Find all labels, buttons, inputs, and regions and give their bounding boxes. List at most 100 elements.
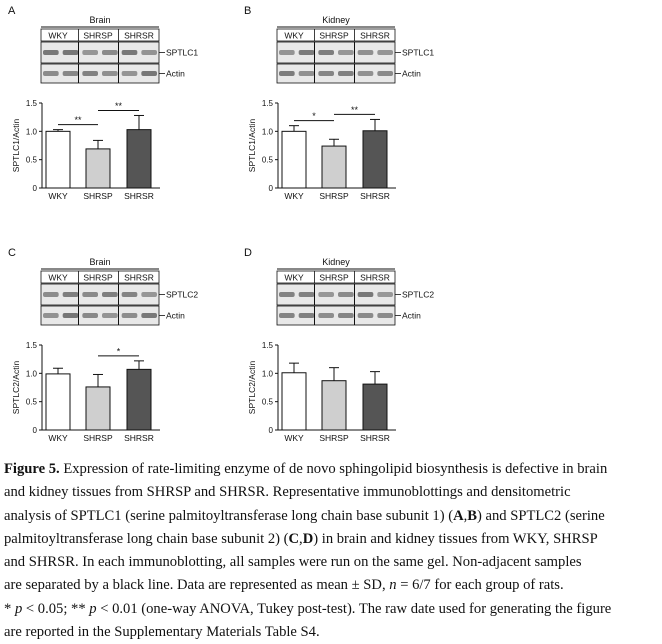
- blot-band: [318, 292, 334, 297]
- y-tick-label: 0.5: [26, 398, 38, 407]
- caption-text: ) in brain and kidney tissues from WKY, …: [313, 530, 598, 547]
- x-tick-label: WKY: [284, 433, 304, 443]
- lane-label: WKY: [48, 273, 68, 283]
- bar-shrsr: [362, 130, 388, 189]
- actin-band-strip: [276, 305, 396, 326]
- caption-text: D: [302, 530, 314, 547]
- target-band-strip: [276, 283, 396, 306]
- actin-band-label: Actin: [166, 69, 185, 79]
- blot-band: [121, 50, 138, 55]
- blot-band: [377, 71, 393, 76]
- caption-text: p: [89, 600, 97, 617]
- x-tick-label: WKY: [48, 433, 68, 443]
- caption-text: and SHRSR. In each immunoblotting, all s…: [4, 554, 582, 571]
- x-tick-label: SHRSP: [319, 191, 349, 201]
- y-axis-label: SPTLC2/Actin: [11, 361, 21, 415]
- caption-text: < 0.05; **: [22, 600, 90, 617]
- blot-band: [62, 313, 79, 318]
- blot-band: [102, 71, 118, 76]
- bar-shrsp: [321, 380, 347, 431]
- y-tick-label: 1.0: [26, 369, 38, 378]
- blot-band: [377, 50, 393, 55]
- significance-label: **: [351, 105, 359, 115]
- x-tick-label: SHRSR: [360, 433, 390, 443]
- y-tick-label: 1.5: [26, 341, 38, 350]
- blot-band: [279, 313, 295, 318]
- caption-text: Expression of rate-limiting enzyme of de…: [59, 461, 608, 477]
- target-band-label: SPTLC2: [166, 290, 198, 300]
- blot-band: [377, 292, 393, 297]
- caption-text: C: [288, 530, 300, 547]
- y-axis-label: SPTLC1/Actin: [11, 119, 21, 173]
- blot-band: [121, 313, 138, 318]
- blot-tissue-label: Brain: [89, 15, 110, 25]
- y-tick-label: 1.5: [262, 99, 274, 108]
- actin-band-label: Actin: [402, 69, 421, 79]
- bar-shrsr: [126, 368, 152, 431]
- panel-letter: C: [8, 247, 16, 259]
- blot-band: [279, 71, 295, 76]
- actin-band-strip: [276, 63, 396, 84]
- blot-band: [62, 50, 79, 55]
- target-band-strip: [276, 41, 396, 64]
- blot-band: [298, 313, 315, 318]
- caption-text: ,: [463, 507, 468, 524]
- panel-letter: B: [244, 5, 251, 17]
- blot-tissue-label: Kidney: [322, 15, 350, 25]
- x-tick-label: SHRSR: [360, 191, 390, 201]
- caption-text: analysis of SPTLC1 (serine palmitoyltran…: [4, 507, 454, 524]
- blot-band: [338, 292, 354, 297]
- blot-band: [82, 71, 98, 76]
- lane-header-box: [40, 28, 160, 42]
- x-tick-label: WKY: [48, 191, 68, 201]
- y-tick-label: 1.0: [26, 127, 38, 136]
- lane-label: SHRSR: [360, 273, 390, 283]
- target-band-strip: [40, 283, 160, 306]
- blot-band: [141, 313, 157, 318]
- caption-text: < 0.01 (one-way ANOVA, Tukey post-test).…: [96, 600, 612, 617]
- caption-text: p: [14, 600, 23, 617]
- caption-text: B: [467, 507, 478, 524]
- caption-line: Figure 5. Expression of rate-limiting en…: [4, 458, 658, 481]
- panel-letter: D: [244, 247, 252, 259]
- blot-band: [121, 292, 138, 297]
- lane-label: SHRSP: [319, 31, 349, 41]
- bar-wky: [281, 372, 307, 431]
- caption-text: ) and SPTLC2 (serine: [477, 507, 605, 524]
- caption-text: ,: [299, 530, 303, 547]
- blot-band: [357, 292, 374, 297]
- y-axis-label: SPTLC2/Actin: [247, 361, 257, 415]
- blot-band: [338, 313, 354, 318]
- x-tick-label: SHRSP: [319, 433, 349, 443]
- y-tick-label: 0: [269, 426, 274, 435]
- blot-band: [279, 292, 295, 297]
- blot-band: [43, 292, 59, 297]
- bar-shrsp: [85, 386, 111, 431]
- x-tick-label: SHRSR: [124, 433, 154, 443]
- significance-label: **: [115, 101, 123, 111]
- blot-band: [357, 313, 374, 318]
- blot-band: [318, 313, 334, 318]
- bar-shrsp: [85, 148, 111, 189]
- caption-line: and SHRSR. In each immunoblotting, all s…: [4, 551, 658, 574]
- bar-shrsr: [126, 129, 152, 189]
- actin-band-label: Actin: [166, 311, 185, 321]
- blot-band: [102, 313, 118, 318]
- y-tick-label: 0: [33, 426, 38, 435]
- figure-caption: Figure 5. Expression of rate-limiting en…: [4, 458, 658, 644]
- caption-text: are reported in the Supplementary Materi…: [4, 624, 320, 641]
- y-tick-label: 1.0: [262, 127, 274, 136]
- blot-band: [357, 50, 374, 55]
- caption-line: palmitoyltransferase long chain base sub…: [4, 528, 658, 551]
- lane-label: SHRSP: [319, 273, 349, 283]
- y-tick-label: 0: [33, 184, 38, 193]
- blot-band: [338, 50, 354, 55]
- caption-text: = 6/7 for each group of rats.: [396, 577, 564, 594]
- blot-band: [377, 313, 393, 318]
- lane-label: SHRSR: [360, 31, 390, 41]
- blot-band: [62, 292, 79, 297]
- blot-band: [82, 50, 98, 55]
